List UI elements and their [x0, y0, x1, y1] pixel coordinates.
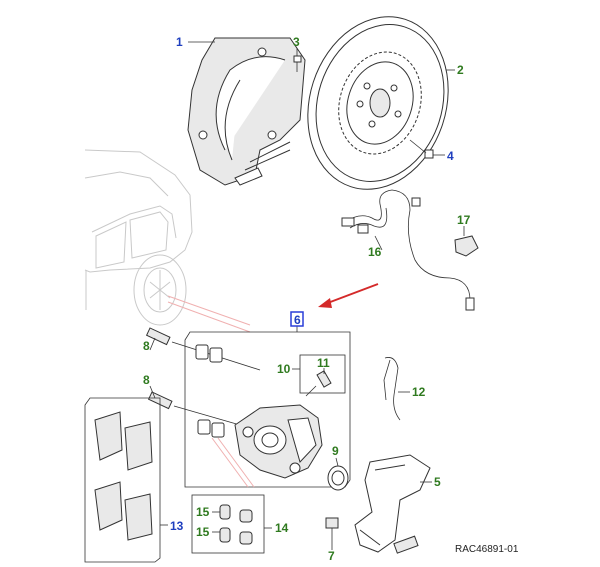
- callout-10: 10: [277, 362, 291, 376]
- callout-8-lower: 8: [143, 373, 150, 387]
- callout-11: 11: [317, 356, 330, 370]
- sensor-clip: [454, 235, 479, 257]
- callout-14: 14: [275, 521, 289, 535]
- seal-kit-box: [191, 494, 265, 554]
- leader-lines: [149, 41, 465, 550]
- sensor-harness: [341, 189, 475, 311]
- callout-12: 12: [412, 385, 426, 399]
- callout-15-lower: 15: [196, 525, 210, 539]
- piston-seal: [327, 465, 349, 491]
- callout-7: 7: [328, 549, 335, 563]
- callout-17: 17: [457, 213, 471, 227]
- caliper-carrier: [354, 454, 431, 554]
- callout-6: 6: [294, 313, 301, 327]
- brake-disc: [307, 16, 449, 190]
- callout-4: 4: [447, 149, 454, 163]
- callout-labels: 1 2 3 4 5 6 7 8 8 9 10 11 12 13 14 15 15…: [143, 35, 471, 563]
- caliper-assembly-frame: [184, 311, 351, 488]
- guide-bushing-upper: [195, 344, 223, 363]
- callout-9: 9: [332, 444, 339, 458]
- shield-bolt: [293, 55, 302, 72]
- brake-caliper: [234, 404, 323, 479]
- dust-shield: [187, 37, 306, 186]
- vehicle-outline: [84, 149, 251, 333]
- bleed-kit-box: [299, 354, 346, 397]
- callout-8-upper: 8: [143, 339, 150, 353]
- callout-16: 16: [368, 245, 382, 259]
- reference-code: RAC46891-01: [455, 544, 519, 555]
- disc-screw: [409, 139, 434, 159]
- callout-5: 5: [434, 475, 441, 489]
- direction-arrow: [318, 283, 379, 308]
- brake-pad-set-box: [84, 397, 161, 563]
- callout-15-upper: 15: [196, 505, 210, 519]
- callout-2: 2: [457, 63, 464, 77]
- guide-bushing-lower: [197, 419, 255, 488]
- callout-1: 1: [176, 35, 183, 49]
- callout-13: 13: [170, 519, 184, 533]
- anti-rattle-spring: [383, 357, 401, 421]
- guide-pin-lower: [147, 391, 241, 426]
- callout-3: 3: [293, 35, 300, 49]
- carrier-bolt: [325, 517, 339, 545]
